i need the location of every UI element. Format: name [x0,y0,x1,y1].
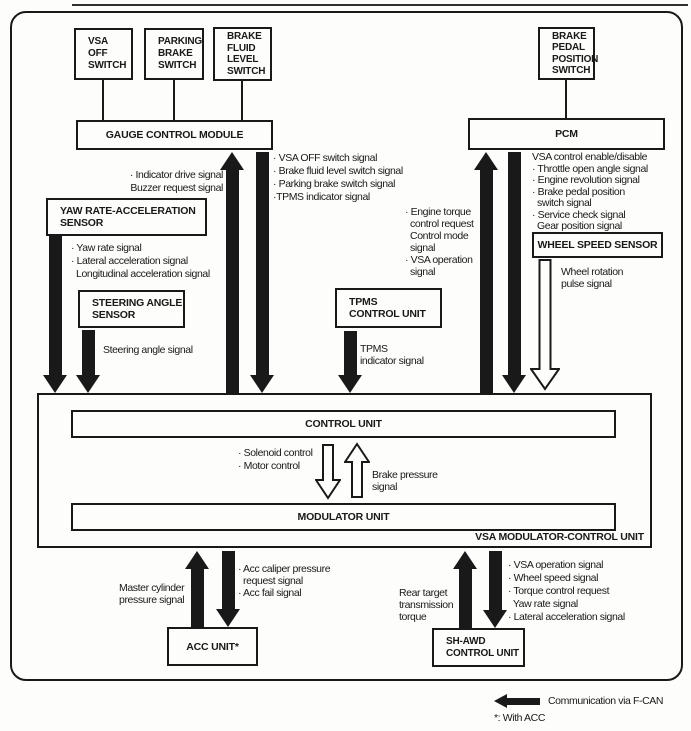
box-tpms-control-unit: TPMS CONTROL UNIT [335,288,442,328]
box-vsa-modulator-control-unit [37,393,652,548]
box-parking-brake-switch: PARKING BRAKE SWITCH [144,28,204,80]
box-control-unit: CONTROL UNIT [71,410,616,438]
box-label: STEERING ANGLE SENSOR [92,297,183,321]
steering-sensor-down-arrow [76,330,100,393]
box-label: CONTROL UNIT [305,418,382,430]
box-steering-angle-sensor: STEERING ANGLE SENSOR [78,290,185,328]
label-from-pcm-signals: VSA control enable/disable · Throttle op… [532,151,648,232]
box-label: ACC UNIT* [186,640,239,653]
box-label: PARKING BRAKE SWITCH [158,36,202,71]
box-brake-pedal-position-switch: BRAKE PEDAL POSITION SWITCH [538,27,599,80]
box-brake-fluid-level-switch: BRAKE FLUID LEVEL SWITCH [213,27,272,81]
box-label: VSA OFF SWITCH [88,36,127,71]
legend-acc-note: *: With ACC [494,712,546,724]
legend-fcan-label: Communication via F-CAN [548,695,664,707]
box-acc-unit: ACC UNIT* [167,627,258,666]
box-yaw-rate-acceleration-sensor: YAW RATE-ACCELERATION SENSOR [46,198,207,236]
box-label: SH-AWD CONTROL UNIT [446,635,519,659]
label-brake-pressure-signal: Brake pressure signal [372,469,438,493]
label-to-pcm-signals: · Engine torque control request Control … [405,206,474,278]
diagram-border [10,11,683,681]
box-label: BRAKE PEDAL POSITION SWITCH [552,30,599,77]
box-sh-awd-control-unit: SH-AWD CONTROL UNIT [432,628,525,667]
box-gauge-control-module: GAUGE CONTROL MODULE [76,120,273,150]
wheel-speed-down-arrow [529,259,561,396]
label-yaw-sensor-signals: · Yaw rate signal · Lateral acceleration… [71,242,210,280]
label-steering-angle-signal: Steering angle signal [103,344,193,356]
solenoid-motor-down-arrow [314,444,342,505]
pcm-up-arrow [474,152,498,393]
label-to-gauge-signals: · Indicator drive signal Buzzer request … [129,169,224,194]
label-solenoid-motor-control: · Solenoid control · Motor control [238,447,313,472]
label-tpms-indicator-signal: TPMS indicator signal [360,343,424,367]
label-wheel-rotation-signal: Wheel rotation pulse signal [561,266,624,290]
box-vsa-off-switch: VSA OFF SWITCH [74,28,133,80]
label-from-gauge-signals: · VSA OFF switch signal · Brake fluid le… [273,152,403,203]
box-modulator-unit: MODULATOR UNIT [71,503,616,531]
box-label: BRAKE FLUID LEVEL SWITCH [227,31,266,77]
box-label: GAUGE CONTROL MODULE [105,129,244,141]
gauge-up-arrow [220,152,244,393]
label-master-cylinder-signal: Master cylinder pressure signal [119,582,185,606]
gauge-down-arrow [250,152,274,393]
scan-artifact-line [72,4,688,6]
acc-up-arrow [185,551,209,627]
box-label: MODULATOR UNIT [297,511,390,523]
vsa-unit-caption: VSA MODULATOR-CONTROL UNIT [475,531,644,543]
yaw-sensor-down-arrow [43,236,67,393]
f-can-arrow-icon [494,694,540,708]
connector-vsa-off-to-gauge [102,80,104,120]
box-label: PCM [555,128,578,140]
box-label: YAW RATE-ACCELERATION SENSOR [60,205,196,229]
label-to-sh-awd-signals: · VSA operation signal · Wheel speed sig… [508,559,625,623]
connector-pedal-to-pcm [565,80,567,118]
box-label: WHEEL SPEED SENSOR [537,239,658,251]
connector-parking-to-gauge [173,80,175,120]
sh-awd-down-arrow [483,551,507,628]
pcm-down-arrow [502,152,526,393]
label-rear-target-torque: Rear target transmission torque [399,587,454,623]
label-to-acc-signals: · Acc caliper pressure request signal · … [238,563,331,599]
brake-pressure-up-arrow [343,442,371,503]
tpms-down-arrow [338,331,362,393]
sh-awd-up-arrow [453,551,477,628]
box-pcm: PCM [468,118,665,150]
connector-fluid-to-gauge [241,81,243,120]
acc-down-arrow [216,551,240,627]
box-label: TPMS CONTROL UNIT [349,296,426,320]
box-wheel-speed-sensor: WHEEL SPEED SENSOR [532,232,663,258]
